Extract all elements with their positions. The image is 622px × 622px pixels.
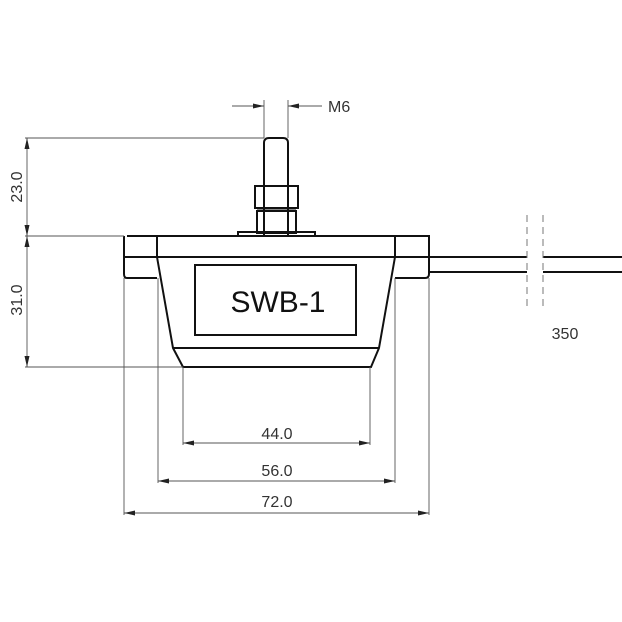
cable-length-label: 350 — [552, 326, 579, 343]
thread-label: M6 — [328, 99, 350, 116]
threaded-stud — [237, 137, 316, 237]
flange-width-dim: 72.0 — [261, 494, 292, 511]
housing: SWB-1 — [123, 235, 430, 368]
horizontal-dimensions: 44.0 56.0 72.0 — [123, 278, 430, 516]
vertical-dimensions: 23.0 31.0 — [9, 137, 264, 368]
thread-callout: M6 — [232, 99, 350, 138]
body-height-dim: 31.0 — [9, 284, 26, 315]
label-box — [194, 264, 357, 336]
body-width-dim: 56.0 — [261, 463, 292, 480]
cable: 350 — [429, 215, 622, 343]
product-label: SWB-1 — [230, 286, 325, 319]
stud-height-dim: 23.0 — [9, 171, 26, 202]
bottom-width-dim: 44.0 — [261, 426, 292, 443]
